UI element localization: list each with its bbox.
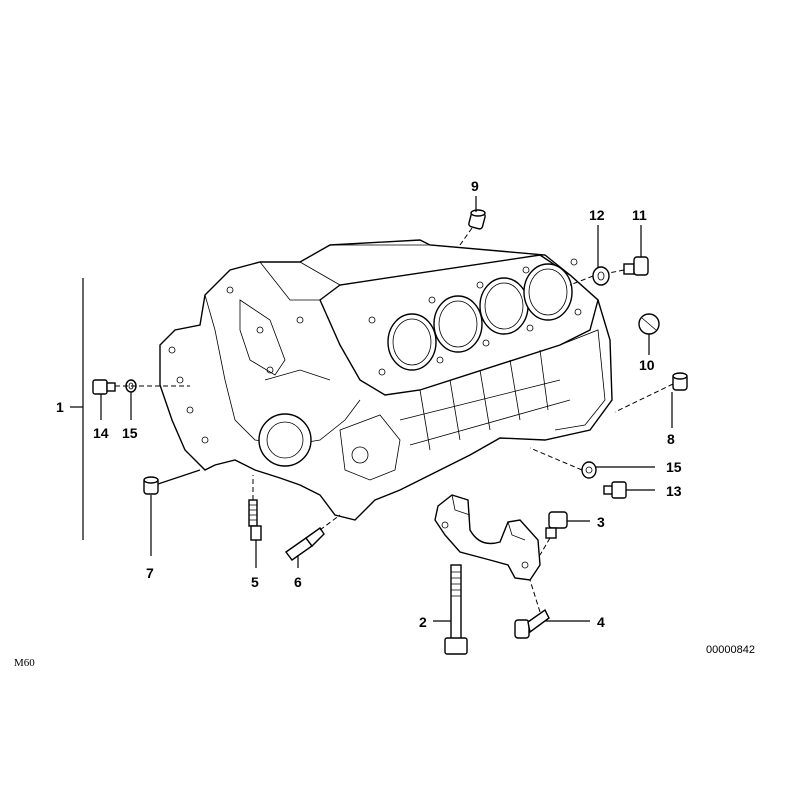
- callout-9: 9: [471, 178, 479, 194]
- callout-10: 10: [639, 357, 655, 373]
- callout-8: 8: [667, 431, 675, 447]
- callout-2: 2: [419, 614, 427, 630]
- part-15-seal-ring-right: [581, 461, 597, 479]
- part-9-dowel-sleeve: [468, 209, 486, 230]
- callout-4: 4: [597, 614, 605, 630]
- part-2-bolt: [444, 564, 468, 655]
- callout-3: 3: [597, 514, 605, 530]
- part-11-plug-screw: [623, 256, 649, 276]
- callout-6: 6: [294, 574, 302, 590]
- part-6-sensor: [285, 527, 325, 561]
- callout-1: 1: [56, 399, 64, 415]
- callout-13: 13: [666, 483, 682, 499]
- part-12-seal-ring: [592, 266, 610, 286]
- callout-7: 7: [146, 565, 154, 581]
- leader-lines: [70, 196, 674, 622]
- callout-15-right: 15: [666, 459, 682, 475]
- part-8-dowel-sleeve: [672, 372, 688, 391]
- part-10-cap: [638, 313, 660, 335]
- part-13-bolt: [603, 481, 627, 499]
- callout-labels: 1 14 15 7 5 6 9 12 11 10 8 15 13 3 2 4: [56, 178, 682, 630]
- image-reference-number: 00000842: [706, 644, 755, 656]
- part-5-stud: [248, 499, 262, 541]
- part-7-dowel-sleeve: [143, 476, 159, 495]
- callout-5: 5: [251, 574, 259, 590]
- part-4-bolt: [514, 608, 550, 639]
- part-14-bolt: [92, 379, 116, 395]
- callout-12: 12: [589, 207, 605, 223]
- callout-14: 14: [93, 425, 109, 441]
- engine-block-drawing: [159, 239, 613, 521]
- part-3-bolt: [545, 511, 568, 539]
- callout-15-left: 15: [122, 425, 138, 441]
- callout-11: 11: [632, 207, 647, 223]
- part-bearing-cap: [434, 494, 541, 581]
- model-label: M60: [14, 657, 35, 669]
